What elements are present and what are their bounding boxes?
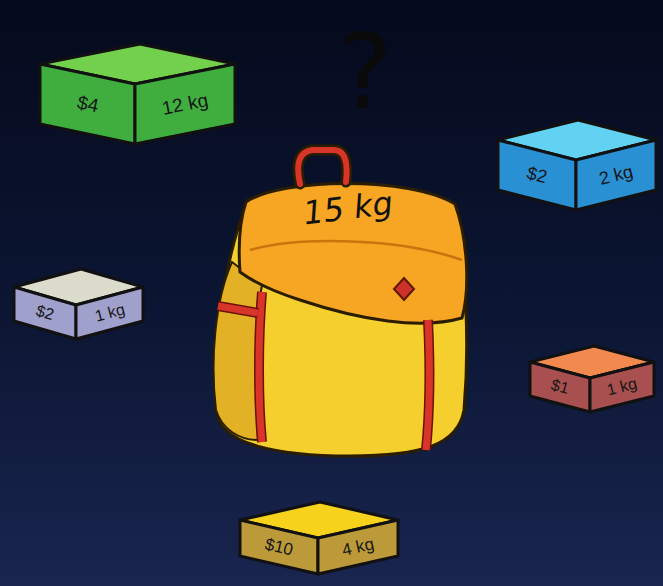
strap-outline xyxy=(218,306,258,313)
box-face xyxy=(318,520,398,574)
strap xyxy=(259,292,262,442)
handle xyxy=(298,150,346,184)
strap xyxy=(426,320,429,450)
box-face xyxy=(76,287,143,339)
box-outline xyxy=(495,117,659,213)
item-box: $11 kg xyxy=(527,343,657,415)
box-face xyxy=(576,140,656,210)
box-face xyxy=(530,362,590,412)
box-face xyxy=(590,362,654,412)
box-face xyxy=(135,64,235,144)
box-face xyxy=(40,64,135,144)
question-mark: ? xyxy=(337,20,392,124)
strap-outline xyxy=(259,292,262,442)
box-outline xyxy=(527,343,657,415)
box-face xyxy=(498,140,576,210)
lid-seam xyxy=(250,241,462,260)
item-box: $412 kg xyxy=(37,41,238,147)
strap xyxy=(218,306,258,313)
price-label: $4 xyxy=(75,93,100,116)
box-outline xyxy=(237,499,401,577)
strap-outline xyxy=(426,320,429,450)
box-face xyxy=(14,287,76,339)
box-face xyxy=(240,520,318,574)
box-outline xyxy=(37,41,238,147)
item-box: $21 kg xyxy=(11,266,146,342)
backpack-flap xyxy=(239,184,466,324)
handle-outline xyxy=(298,150,346,184)
capacity-label: 15 kg xyxy=(302,187,395,230)
box-outline xyxy=(11,266,146,342)
button xyxy=(394,278,414,300)
item-box: $104 kg xyxy=(237,499,401,577)
item-box: $22 kg xyxy=(495,117,659,213)
knapsack: 15 kg xyxy=(210,145,475,460)
